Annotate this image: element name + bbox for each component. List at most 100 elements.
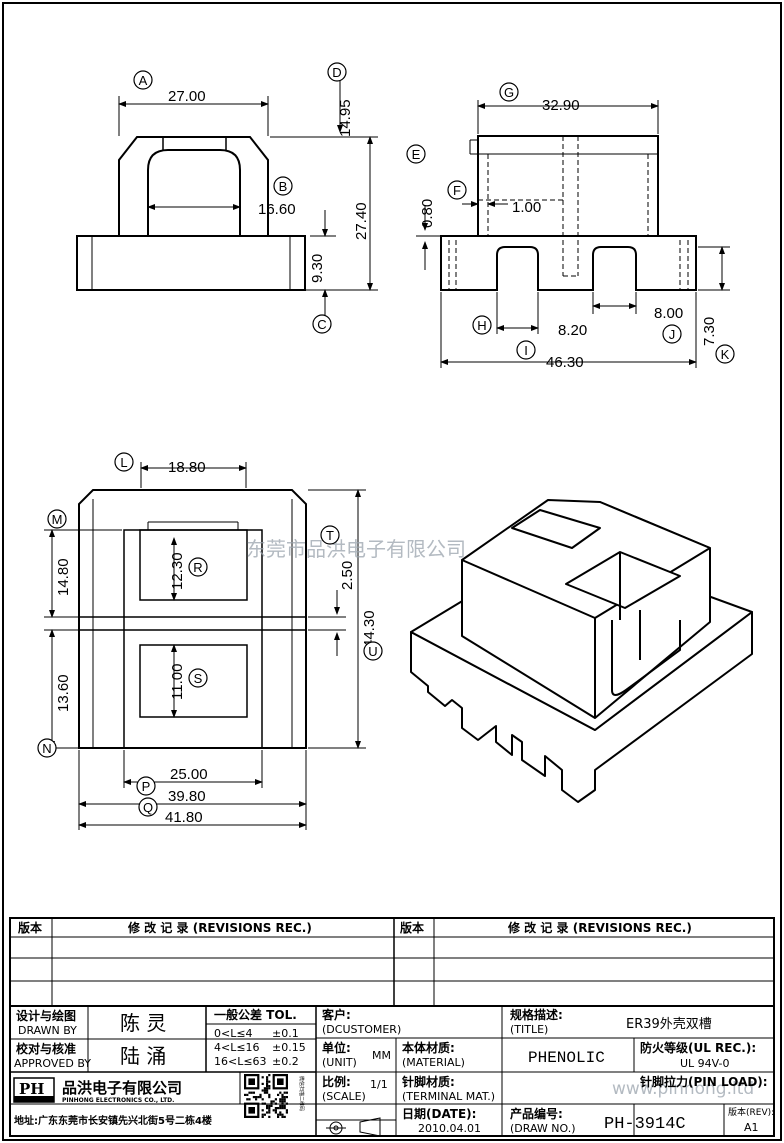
material-en: (MATERIAL) (402, 1056, 465, 1069)
rev-value: A1 (744, 1121, 759, 1134)
dim-i: 46.30 (546, 354, 584, 371)
qr-module (283, 1096, 286, 1099)
qr-module (261, 1082, 264, 1085)
dim-l: 18.80 (168, 459, 206, 476)
callout-letter-l: L (120, 455, 127, 470)
callout-letter-g: G (504, 85, 514, 100)
spec-value: ER39外壳双槽 (626, 1017, 712, 1032)
callout-circle-k (715, 344, 735, 364)
callout-circle-q (138, 797, 158, 817)
company-name-en: PINHONG ELECTRONICS CO., LTD. (62, 1097, 174, 1104)
qr-module (281, 1098, 284, 1101)
tol-val-2: ±0.2 (272, 1055, 299, 1068)
qr-module (281, 1107, 284, 1110)
callout-circle-a (133, 70, 153, 90)
tol-val-1: ±0.15 (272, 1041, 306, 1054)
qr-module (268, 1109, 271, 1112)
qr-module (268, 1080, 271, 1083)
qr-module (285, 1091, 288, 1094)
qr-module (268, 1074, 271, 1077)
qr-module (285, 1109, 288, 1112)
callout-letter-h: H (477, 318, 486, 333)
isometric-view (410, 499, 753, 803)
qr-module (263, 1089, 266, 1092)
callout-letter-i: I (524, 343, 528, 358)
callout-letter-u: U (368, 644, 377, 659)
qr-module (268, 1096, 271, 1099)
tol-range-1: 4<L≤16 (214, 1041, 260, 1054)
qr-module (266, 1085, 269, 1088)
callout-circle-c (312, 314, 332, 334)
qr-module (281, 1104, 284, 1107)
dim-c: 9.30 (309, 254, 326, 283)
qr-module (261, 1098, 264, 1101)
qr-module (268, 1111, 271, 1114)
drawno-value: PH-3914C (604, 1115, 686, 1134)
approved-by-cn: 校对与核准 (16, 1041, 76, 1056)
qr-module (281, 1093, 284, 1096)
callout-letter-q: Q (143, 800, 153, 815)
qr-module (266, 1080, 269, 1083)
dim-j: 8.00 (654, 305, 683, 322)
dim-t: 2.50 (339, 561, 356, 590)
qr-module (272, 1100, 275, 1103)
qr-module (281, 1102, 284, 1105)
qr-module (285, 1096, 288, 1099)
qr-module (259, 1096, 262, 1099)
approved-by-en: APPROVED BY (14, 1057, 91, 1070)
drawno-en: (DRAW NO.) (510, 1122, 575, 1135)
qr-module (270, 1104, 273, 1107)
unit-cn: 单位: (322, 1040, 351, 1055)
callout-circle-n (37, 738, 57, 758)
qr-module (268, 1093, 271, 1096)
qr-module (259, 1093, 262, 1096)
qr-module (279, 1113, 282, 1116)
qr-module (263, 1087, 266, 1090)
qr-module (281, 1096, 284, 1099)
qr-module (283, 1098, 286, 1101)
qr-module (266, 1104, 269, 1107)
qr-module (255, 1098, 258, 1101)
dim-h: 8.20 (558, 322, 587, 339)
dim-a: 27.00 (168, 88, 206, 105)
scale-cn: 比例: (322, 1074, 351, 1089)
dim-m: 14.80 (55, 558, 72, 596)
callout-letter-r: R (193, 560, 202, 575)
qr-module (261, 1102, 264, 1105)
qr-module (266, 1087, 269, 1090)
callout-letter-n: N (42, 741, 51, 756)
callout-letter-a: A (139, 73, 148, 88)
qr-module (274, 1111, 277, 1114)
qr-finder (277, 1078, 284, 1085)
qr-module (250, 1091, 253, 1094)
qr-module (261, 1115, 264, 1118)
callout-letter-p: P (142, 779, 151, 794)
scale-value: 1/1 (370, 1078, 388, 1091)
tol-range-0: 0<L≤4 (214, 1027, 253, 1040)
dim-q1: 39.80 (168, 788, 206, 805)
dim-k: 7.30 (701, 317, 718, 346)
dim-c-height: 27.40 (353, 202, 370, 240)
ul-cn: 防火等级(UL REC.): (640, 1040, 756, 1055)
dim-u: 44.30 (361, 610, 378, 648)
drawn-by-name: 陈 灵 (120, 1011, 166, 1035)
qr-module (252, 1091, 255, 1094)
qr-module (268, 1085, 271, 1088)
callout-circle-b (273, 176, 293, 196)
logo-text: PH (19, 1080, 44, 1098)
dim-p: 25.00 (170, 766, 208, 783)
qr-module (266, 1078, 269, 1081)
callout-circle-u (363, 641, 383, 661)
material-value: PHENOLIC (528, 1049, 605, 1067)
approved-by-name: 陆 涌 (120, 1044, 166, 1068)
tolerance-title: 一般公差 TOL. (214, 1007, 297, 1022)
company-name-cn: 品洪电子有限公司 (62, 1079, 182, 1097)
callout-circle-s (188, 668, 208, 688)
rev-col-version-right: 版本 (400, 920, 424, 935)
dim-d: 14.95 (337, 99, 354, 137)
material-cn: 本体材质: (402, 1040, 455, 1055)
rev-col-record-left: 修 改 记 录 (REVISIONS REC.) (127, 920, 312, 935)
qr-module (257, 1096, 260, 1099)
